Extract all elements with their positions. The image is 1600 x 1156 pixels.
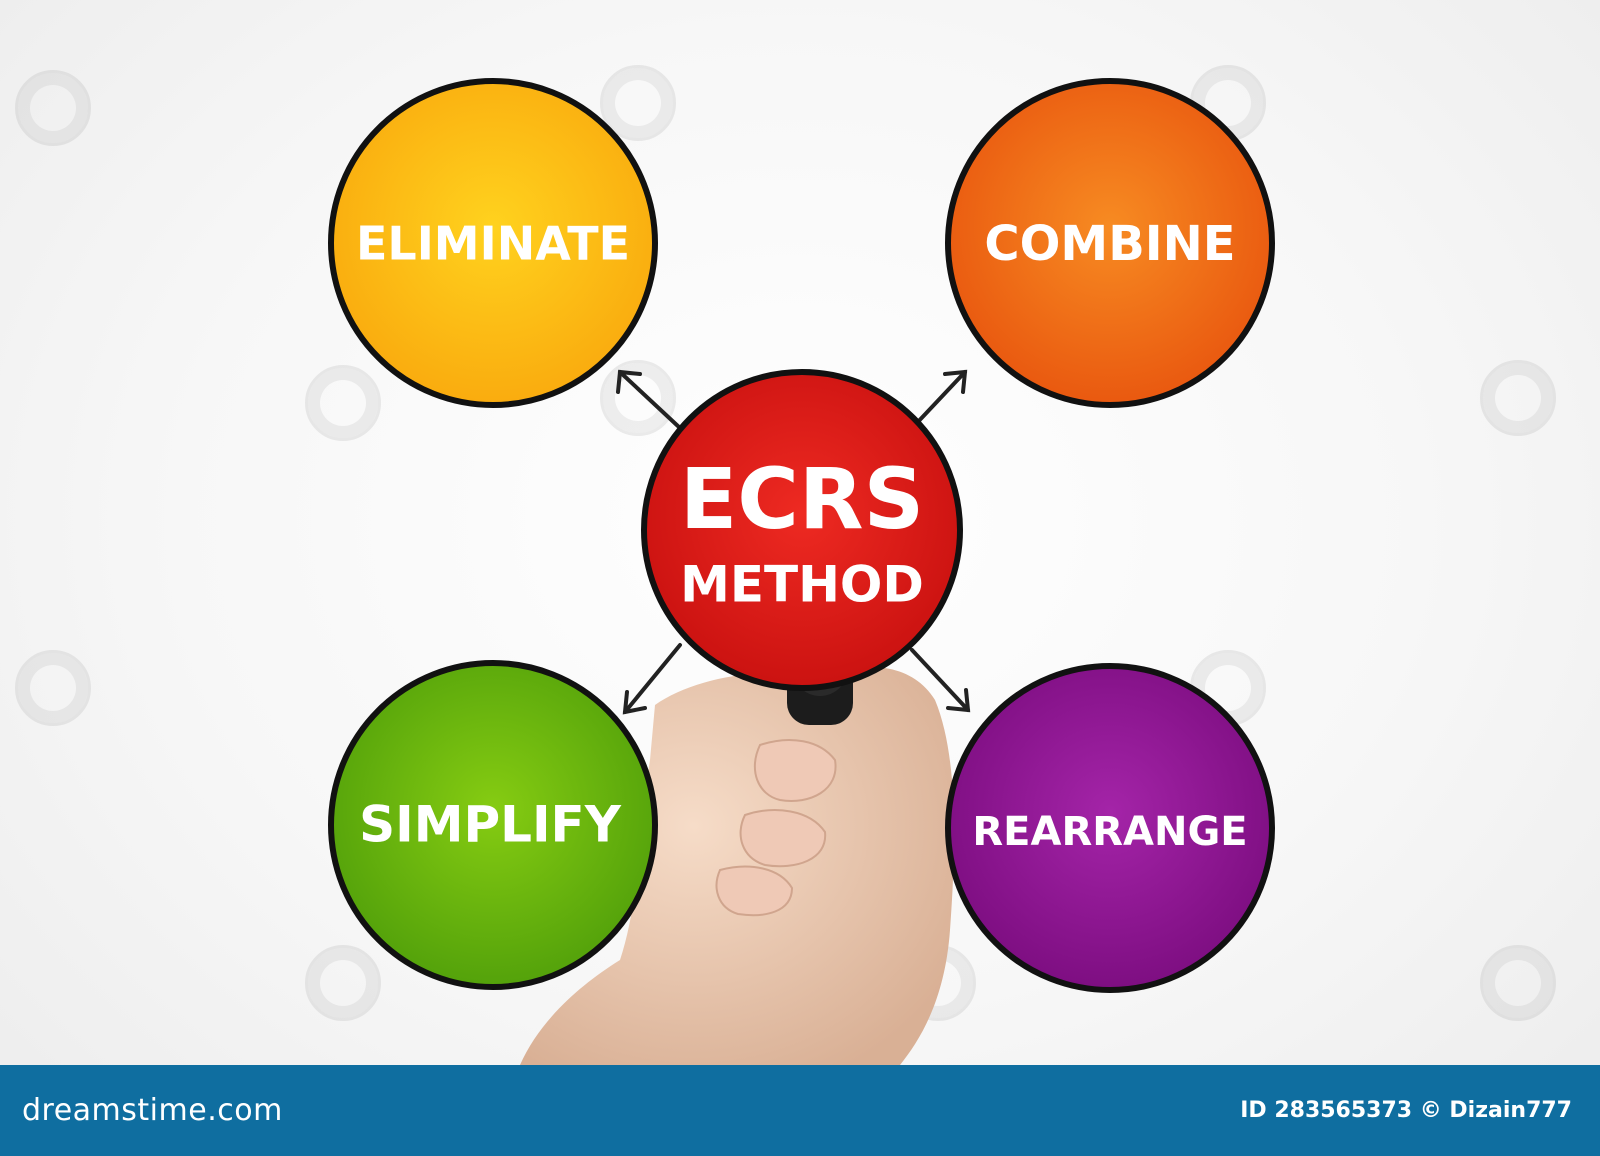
arrowhead-icon	[943, 369, 968, 394]
footer-credit: ID 283565373 © Dizain777	[1240, 1098, 1572, 1123]
node-combine-label: COMBINE	[984, 216, 1235, 272]
node-rearrange-circle	[945, 663, 1275, 993]
fingernail	[753, 739, 837, 802]
node-combine-circle	[945, 78, 1275, 408]
footer-brand[interactable]: dreamstime.com	[22, 1093, 283, 1128]
node-rearrange-label: REARRANGE	[972, 809, 1247, 855]
node-eliminate-circle	[328, 78, 658, 408]
node-eliminate: ELIMINATE	[328, 78, 658, 408]
node-combine: COMBINE	[945, 78, 1275, 408]
node-simplify-label: SIMPLIFY	[359, 796, 622, 854]
node-rearrange: REARRANGE	[945, 663, 1275, 993]
arrow-to-simplify	[623, 643, 682, 714]
node-simplify: SIMPLIFY	[328, 660, 658, 990]
connector-arrows	[616, 369, 971, 715]
fingernail	[739, 809, 827, 868]
arrow-to-eliminate	[618, 370, 682, 430]
arrow-to-combine	[913, 370, 967, 427]
arrowhead-icon	[946, 688, 971, 713]
arrow-to-rearrange	[910, 648, 970, 712]
center-subtitle: METHOD	[680, 556, 924, 614]
arrowhead-icon	[622, 690, 647, 715]
node-simplify-circle	[328, 660, 658, 990]
center-circle	[641, 369, 963, 691]
node-center: ECRS METHOD	[641, 369, 963, 691]
footer-bar: dreamstime.com ID 283565373 © Dizain777	[0, 1065, 1600, 1156]
fingernail	[715, 865, 794, 917]
node-eliminate-label: ELIMINATE	[356, 217, 630, 271]
arrowhead-icon	[616, 369, 642, 394]
ecrs-diagram: ELIMINATE COMBINE SIMPLIFY REARRANGE ECR…	[328, 78, 1275, 1065]
center-title: ECRS	[680, 450, 924, 548]
